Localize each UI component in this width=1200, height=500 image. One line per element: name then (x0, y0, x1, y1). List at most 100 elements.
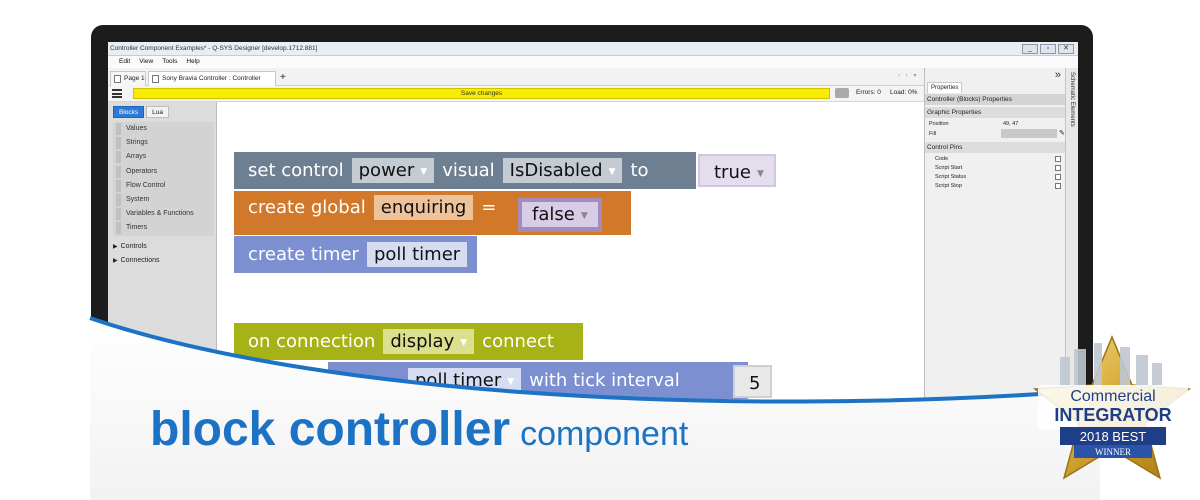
palette-tree: ▶Controls ▶Connections (113, 240, 160, 268)
tab-sony-bravia-controller[interactable]: Sony Bravia Controller : Controller (148, 71, 276, 86)
document-tabs: Page 1 Sony Bravia Controller : Controll… (108, 68, 924, 86)
block-text: create global (248, 197, 366, 218)
menu-help[interactable]: Help (186, 58, 200, 65)
tree-item-controls[interactable]: ▶Controls (113, 240, 160, 254)
block-text: to (630, 160, 649, 181)
pin-label: Script Start (935, 165, 963, 171)
block-text: with tick interval (529, 370, 680, 391)
block-text: visual (442, 160, 495, 181)
fill-row: Fill ✎ (925, 129, 1066, 139)
window-title: Controller Component Examples* - Q-SYS D… (110, 45, 318, 52)
expand-panel-icon[interactable]: » (1054, 69, 1061, 81)
dropdown-arrow-icon: ▼ (420, 167, 428, 177)
position-value[interactable]: 49, 47 (1003, 121, 1019, 127)
position-row: Position 49, 47 (925, 119, 1066, 129)
timer-dropdown[interactable]: poll timer ▼ (408, 368, 522, 393)
variable-name-field[interactable]: enquiring (373, 195, 474, 220)
start-timer-block[interactable]: poll timer ▼ with tick interval (328, 362, 748, 399)
menu-view[interactable]: View (139, 58, 154, 65)
interval-value-block[interactable]: 5 (733, 365, 773, 398)
tab-label: Page 1 (124, 75, 145, 82)
pin-row-code: Code (925, 154, 1066, 164)
minimize-button[interactable]: _ (1022, 44, 1038, 54)
pin-checkbox[interactable] (1055, 165, 1061, 171)
category-list: Values Strings Arrays Operators Flow Con… (113, 122, 214, 236)
app-window: Controller Component Examples* - Q-SYS D… (108, 42, 1078, 402)
errors-count: Errors: 0 (856, 89, 881, 96)
hamburger-menu-icon[interactable] (112, 89, 122, 98)
load-percentage: Load: 0% (890, 89, 918, 96)
boolean-value-block[interactable]: true ▼ (698, 154, 776, 187)
award-line-4: WINNER (1095, 447, 1131, 457)
property-dropdown[interactable]: IsDisabled ▼ (502, 158, 623, 183)
create-timer-block[interactable]: create timer poll timer (234, 236, 477, 273)
dropdown-arrow-icon: ▼ (756, 169, 764, 179)
save-toolbar: Save changes Errors: 0 Load: 0% (108, 86, 924, 102)
control-pins-section[interactable]: Control Pins (925, 142, 1066, 153)
block-text: = (481, 197, 497, 218)
value-field[interactable]: false▼ (522, 202, 598, 227)
block-text: on connection (248, 331, 376, 352)
pin-checkbox[interactable] (1055, 156, 1061, 162)
dropdown-value: IsDisabled (509, 160, 603, 181)
category-timers[interactable]: Timers (113, 221, 214, 235)
status-toggle-button[interactable] (835, 88, 849, 98)
add-tab-button[interactable]: + (280, 72, 286, 83)
category-strings[interactable]: Strings (113, 136, 214, 150)
tagline-main: block controller (150, 403, 511, 456)
tab-blocks[interactable]: Blocks (113, 106, 145, 118)
control-name-dropdown[interactable]: power ▼ (351, 158, 435, 183)
set-control-block[interactable]: set control power ▼ visual IsDisabled ▼ to (234, 152, 696, 189)
tab-lua[interactable]: Lua (146, 106, 170, 118)
tab-label: Sony Bravia Controller : Controller (162, 75, 261, 82)
menu-bar: Edit View Tools Help (108, 56, 1078, 68)
category-arrays[interactable]: Arrays (113, 150, 214, 164)
tab-scroll-arrows-icon[interactable]: ‹ › ▾ (898, 73, 919, 79)
block-text: set control (248, 160, 344, 181)
dropdown-arrow-icon: ▼ (608, 167, 616, 177)
graphic-properties-section[interactable]: Graphic Properties (925, 107, 1066, 118)
dropdown-value: power (358, 160, 415, 181)
on-connection-block[interactable]: on connection display▼ connect (234, 323, 583, 360)
category-system[interactable]: System (113, 193, 214, 207)
page-icon (114, 75, 121, 83)
value-text: true (714, 162, 751, 183)
pin-label: Code (935, 156, 949, 162)
category-operators[interactable]: Operators (113, 165, 214, 179)
category-flow-control[interactable]: Flow Control (113, 179, 214, 193)
tab-properties[interactable]: Properties (927, 82, 963, 93)
dropdown-value: display (390, 331, 455, 352)
dropdown-arrow-icon: ▼ (507, 377, 515, 387)
tree-item-connections[interactable]: ▶Connections (113, 254, 160, 268)
dropdown-value: poll timer (415, 370, 502, 391)
menu-tools[interactable]: Tools (162, 58, 178, 65)
category-variables-functions[interactable]: Variables & Functions (113, 207, 214, 221)
category-values[interactable]: Values (113, 122, 214, 136)
block-text: create timer (248, 244, 359, 265)
tab-page-1[interactable]: Page 1 (110, 71, 146, 86)
close-button[interactable]: ✕ (1058, 44, 1074, 54)
false-value-block[interactable]: false▼ (518, 198, 602, 232)
eyedropper-icon[interactable]: ✎ (1059, 130, 1065, 137)
timer-name-field[interactable]: poll timer (366, 242, 468, 267)
block-workspace[interactable]: set control power ▼ visual IsDisabled ▼ to… (218, 102, 923, 402)
tagline-sub: component (520, 415, 689, 453)
window-titlebar: Controller Component Examples* - Q-SYS D… (108, 42, 1078, 56)
properties-header: Controller (Blocks) Properties (925, 94, 1066, 105)
tree-label: Controls (120, 243, 147, 250)
connection-dropdown[interactable]: display▼ (383, 329, 475, 354)
award-line-3: 2018 BEST (1080, 429, 1147, 444)
pin-label: Script Status (935, 174, 967, 180)
pin-checkbox[interactable] (1055, 174, 1061, 180)
schematic-elements-label: Schematic Elements (1069, 72, 1075, 127)
pin-label: Script Stop (935, 183, 962, 189)
restore-button[interactable]: ▫ (1040, 44, 1056, 54)
menu-edit[interactable]: Edit (119, 58, 131, 65)
fill-color-swatch[interactable] (1001, 129, 1057, 138)
save-changes-button[interactable]: Save changes (133, 88, 830, 99)
expand-arrow-icon: ▶ (113, 258, 118, 264)
pin-checkbox[interactable] (1055, 183, 1061, 189)
block-text: connect (482, 331, 554, 352)
